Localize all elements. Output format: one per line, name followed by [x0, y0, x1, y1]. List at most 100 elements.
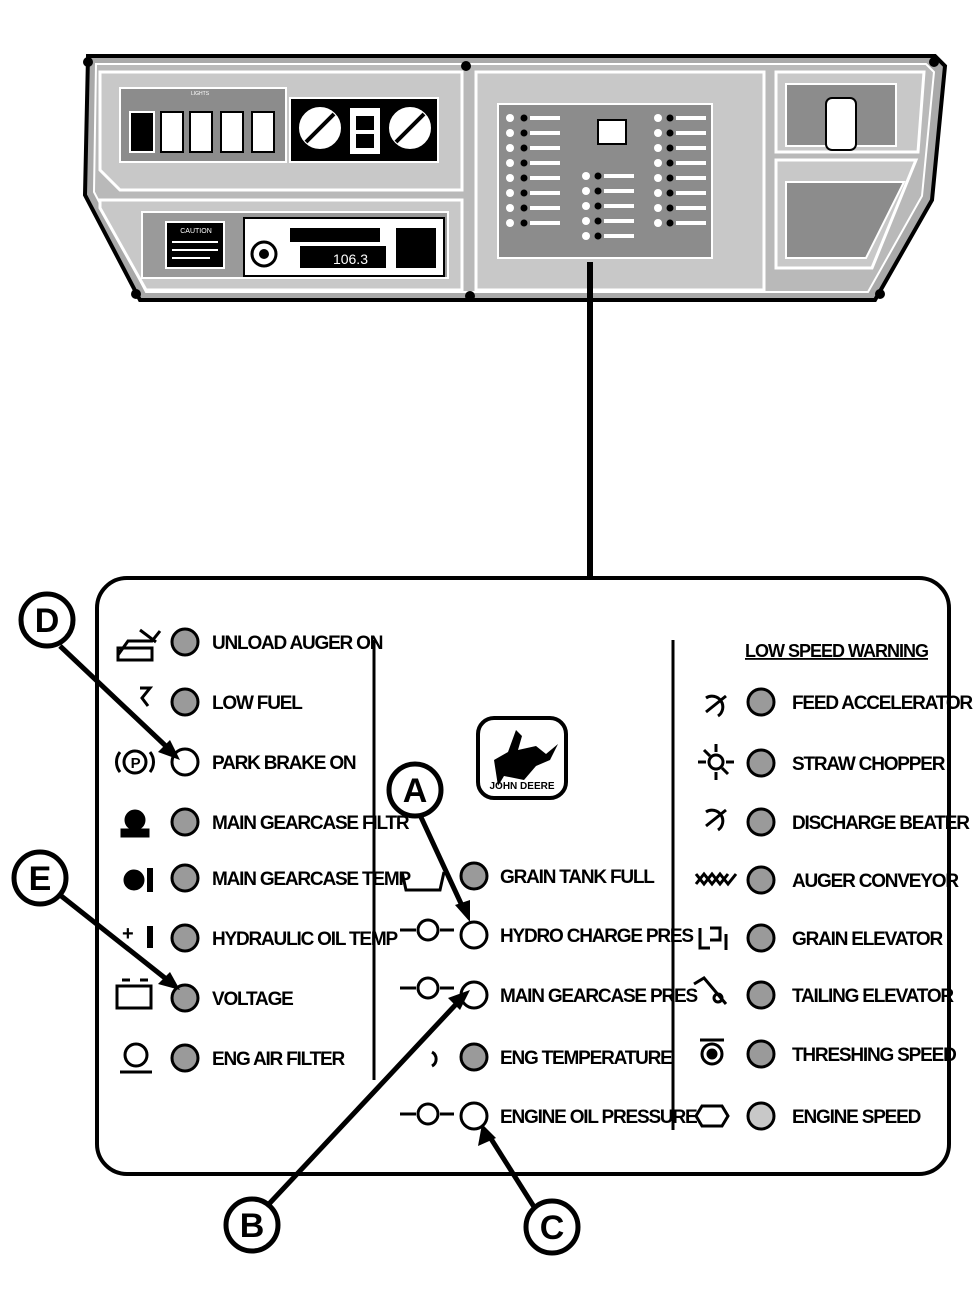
callout-arrows	[58, 644, 539, 1212]
fuel-icon	[140, 686, 154, 707]
light-switches[interactable]	[129, 111, 275, 153]
mini-indicator	[520, 159, 528, 167]
indicator-light	[746, 807, 776, 837]
mini-icon	[506, 144, 514, 152]
mini-indicator	[666, 219, 674, 227]
mini-indicator	[520, 189, 528, 197]
indicator-light	[746, 923, 776, 953]
mini-label	[530, 176, 560, 180]
indicator-light	[170, 863, 200, 893]
indicator-label: GRAIN ELEVATOR	[792, 929, 943, 950]
svg-text:CAUTION: CAUTION	[180, 228, 212, 235]
mini-indicator	[594, 232, 602, 240]
mini-indicator	[666, 144, 674, 152]
svg-text:C: C	[540, 1209, 565, 1247]
engine-temp-icon	[431, 1050, 438, 1068]
feed-accelerator-icon	[705, 694, 727, 718]
mini-label	[530, 191, 560, 195]
radio-display: 106.3	[333, 251, 368, 267]
indicator-light	[746, 748, 776, 778]
air-filter-icon	[120, 1042, 152, 1074]
oil-pressure-icon	[400, 1102, 454, 1126]
mini-label	[604, 189, 634, 193]
unload-auger-icon	[116, 628, 162, 662]
mini-label	[604, 204, 634, 208]
mini-indicator	[520, 129, 528, 137]
radio-bezel: CAUTION 106.3	[98, 198, 464, 292]
mini-icon	[654, 219, 662, 227]
indicator-label: ENG TEMPERATURE	[500, 1048, 672, 1069]
mini-icon	[506, 219, 514, 227]
radio[interactable]: 106.3	[243, 217, 445, 277]
hydro-charge-icon	[400, 918, 454, 942]
key-switch[interactable]	[825, 97, 857, 151]
indicator-label: STRAW CHOPPER	[792, 754, 946, 775]
indicator-label: GRAIN TANK FULL	[500, 867, 655, 888]
low-speed-warning-header: LOW SPEED WARNING	[745, 641, 928, 661]
discharge-beater-icon	[705, 808, 727, 832]
indicator-light	[459, 920, 489, 950]
indicator-light	[746, 1039, 776, 1069]
climate-control-panel[interactable]	[289, 97, 439, 163]
indicator-label: HYDRO CHARGE PRES	[500, 926, 693, 947]
indicator-label: ENG AIR FILTER	[212, 1049, 346, 1070]
warning-panel-bezel	[474, 70, 766, 292]
callout-d: D	[18, 591, 76, 649]
indicator-label: HYDRAULIC OIL TEMP	[212, 929, 398, 950]
indicator-light	[170, 983, 200, 1013]
mini-indicator	[666, 174, 674, 182]
callout-b: B	[223, 1196, 281, 1254]
mini-icon	[582, 202, 590, 210]
mini-indicator	[520, 114, 528, 122]
tailing-elevator-icon	[693, 976, 728, 1005]
mini-indicator	[594, 172, 602, 180]
mini-label	[604, 174, 634, 178]
grain-elevator-icon	[698, 926, 728, 950]
caution-label: CAUTION	[165, 221, 225, 269]
indicator-light	[746, 980, 776, 1010]
mini-icon	[506, 174, 514, 182]
indicator-light	[746, 687, 776, 717]
svg-text:+: +	[122, 923, 133, 945]
indicator-label: ENGINE OIL PRESSURE	[500, 1107, 697, 1128]
mini-indicator-lights	[506, 114, 706, 240]
top-console: LIGHTS	[82, 54, 948, 302]
auger-conveyor-icon	[694, 871, 738, 887]
mini-icon	[506, 129, 514, 137]
mini-label	[530, 116, 560, 120]
indicator-label: DISCHARGE BEATER	[792, 813, 970, 834]
mini-indicator	[520, 219, 528, 227]
svg-text:D: D	[35, 602, 60, 640]
indicator-label: PARK BRAKE ON	[212, 753, 356, 774]
mini-indicator	[594, 187, 602, 195]
mini-indicator	[666, 159, 674, 167]
mini-indicator	[666, 204, 674, 212]
gearcase-filter-icon	[120, 809, 150, 838]
mini-label	[676, 116, 706, 120]
right-column-icons	[693, 694, 738, 1128]
callout-c: C	[523, 1198, 581, 1256]
mini-label	[604, 234, 634, 238]
indicator-label: FEED ACCELERATOR	[792, 693, 973, 714]
right-indicator-rows: FEED ACCELERATOR STRAW CHOPPER DISCHARGE B…	[746, 687, 975, 1131]
warning-panel-enlarged	[95, 576, 951, 1176]
mini-label	[530, 161, 560, 165]
indicator-label: TAILING ELEVATOR	[792, 986, 954, 1007]
mini-icon	[506, 159, 514, 167]
mini-indicator	[520, 204, 528, 212]
mini-label	[604, 219, 634, 223]
indicator-label: UNLOAD AUGER ON	[212, 633, 383, 654]
mini-label	[676, 221, 706, 225]
indicator-light	[459, 861, 489, 891]
indicator-label: MAIN GEARCASE FILTR	[212, 813, 410, 834]
mini-label	[676, 131, 706, 135]
lights-label: LIGHTS	[191, 91, 210, 97]
mini-icon	[654, 114, 662, 122]
engine-speed-icon	[694, 1104, 730, 1128]
mini-label	[530, 221, 560, 225]
indicator-light	[170, 923, 200, 953]
john-deere-logo: JOHN DEERE	[476, 716, 568, 800]
light-switch-bezel: LIGHTS	[98, 70, 464, 192]
